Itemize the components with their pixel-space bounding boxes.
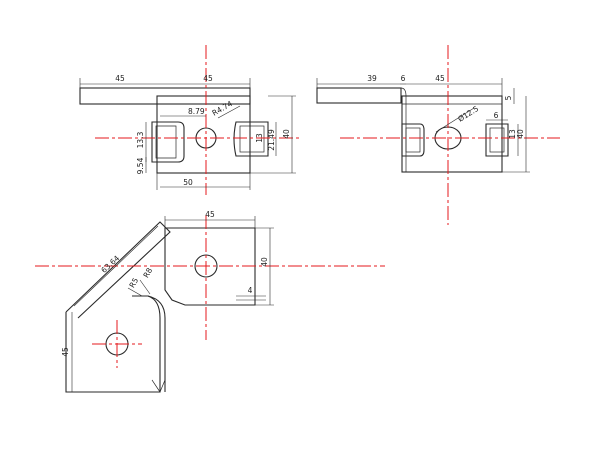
front-dim-small-height: 9.54 (136, 157, 145, 174)
front-dim-left-height: 13.3 (136, 131, 145, 148)
front-dim-bottom: 50 (183, 178, 193, 187)
flat-dim-small: 4 (248, 286, 253, 295)
side-view: 39 6 45 Ø12.5 6 5 13 40 (316, 45, 560, 225)
side-dim-right-1: 5 (504, 95, 513, 100)
flat-view: 45 63.64 45 40 R8 R5 4 (35, 210, 385, 393)
side-dim-slot-width: 6 (494, 111, 499, 120)
front-plate (156, 95, 251, 174)
side-right-slot (485, 123, 509, 157)
side-dim-left: 39 (367, 74, 377, 83)
flat-dim-left-height: 45 (61, 347, 70, 357)
flat-diagonal-flange (65, 221, 171, 319)
side-plate (401, 95, 503, 173)
flat-dim-top: 45 (205, 210, 215, 219)
side-flange (316, 87, 402, 104)
side-dim-right-3: 40 (516, 129, 525, 139)
front-dim-slot-width: 8.79 (188, 107, 205, 116)
side-dim-hole: Ø12.5 (456, 104, 480, 124)
front-dim-radius: R4.74 (211, 99, 235, 118)
front-dim-total-height: 40 (282, 129, 291, 139)
side-dim-top: 45 (435, 74, 445, 83)
front-right-slot (233, 121, 269, 157)
front-dim-tiny: 13 (255, 133, 264, 143)
flat-dim-right-height: 40 (260, 257, 269, 267)
front-view: 45 45 8.79 R4.74 13.3 9.54 50 13 21.49 4… (79, 45, 300, 195)
front-dim-slot-height: 21.49 (267, 129, 276, 151)
front-left-tab (151, 121, 185, 163)
side-dim-right-2: 13 (508, 129, 517, 139)
front-dim-top-right: 45 (203, 74, 213, 83)
flat-dim-bend-r2: R5 (127, 276, 140, 289)
flat-dim-bend-r1: R8 (141, 266, 154, 279)
flat-lower-plate (65, 295, 161, 393)
front-dim-top-left: 45 (115, 74, 125, 83)
side-dim-gap: 6 (401, 74, 406, 83)
side-left-tab (401, 123, 425, 157)
